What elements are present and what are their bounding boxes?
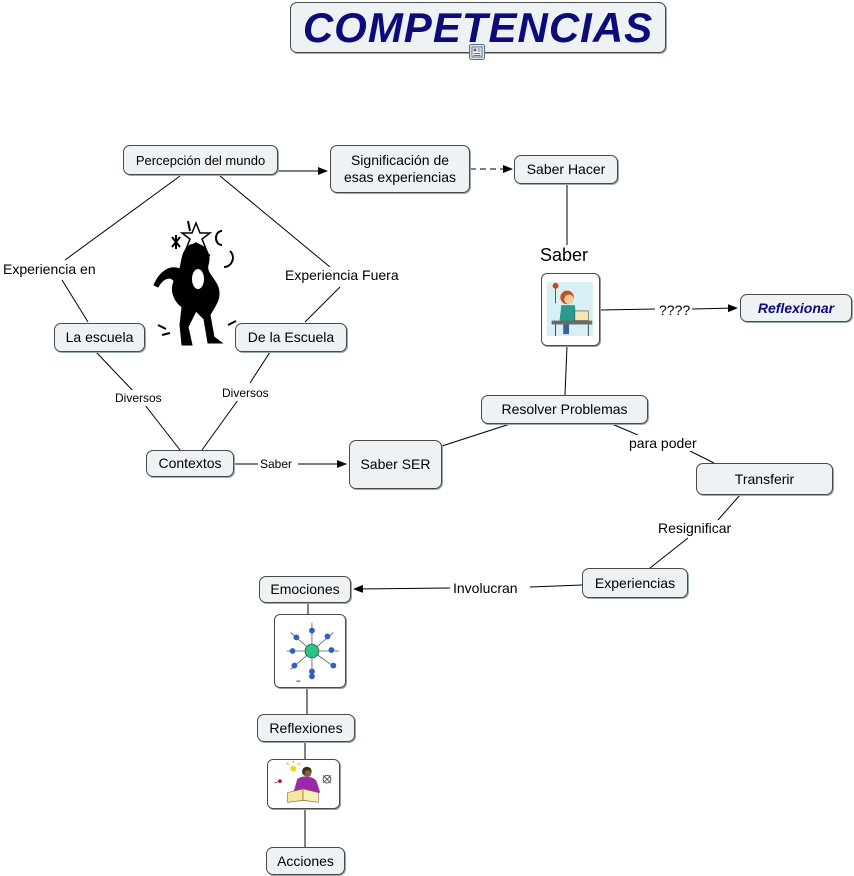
node-significacion[interactable]: Significación de esas experiencias (330, 145, 470, 193)
label-saber-contextos[interactable]: Saber (258, 456, 295, 472)
reader-image[interactable] (267, 759, 340, 809)
node-percepcion[interactable]: Percepción del mundo (123, 145, 278, 175)
network-diagram-icon (286, 622, 340, 682)
student-image[interactable] (541, 273, 600, 346)
edge-involucran-emociones (353, 584, 451, 593)
edge-escuela-diversos (95, 351, 136, 394)
edge-resolver-para-poder (611, 423, 639, 436)
edge-diversos2-contextos (201, 399, 239, 451)
network-image[interactable] (274, 614, 346, 688)
label-resignificar[interactable]: Resignificar (656, 520, 734, 536)
node-saber-ser[interactable]: Saber SER (349, 440, 442, 489)
node-de-la-escuela[interactable]: De la Escuela (235, 323, 347, 352)
edge-transferir-resignificar (717, 494, 741, 521)
edge-saber-resolver (564, 345, 568, 396)
node-transferir[interactable]: Transferir (696, 463, 833, 495)
edge-de-escuela-diversos (249, 351, 271, 384)
note-icon[interactable] (469, 44, 485, 60)
label-involucran[interactable]: Involucran (451, 580, 520, 596)
edge-resignificar-experiencias (649, 537, 689, 569)
node-saber-hacer[interactable]: Saber Hacer (514, 155, 618, 184)
label-experiencia-en[interactable]: Experiencia en (1, 261, 98, 277)
node-experiencias[interactable]: Experiencias (582, 568, 688, 598)
node-contextos[interactable]: Contextos (146, 450, 234, 477)
edge-experiencia-en-escuela (61, 279, 89, 323)
student-at-desk-icon (546, 281, 594, 337)
edge-diversos-contextos (144, 404, 181, 451)
label-para-poder[interactable]: para poder (627, 435, 699, 451)
edge-experiencia-fuera-de-escuela (304, 286, 341, 323)
edge-experiencias-involucran (529, 584, 583, 588)
edge-interrogantes-reflexionar (691, 304, 738, 313)
node-reflexiones[interactable]: Reflexiones (257, 714, 355, 742)
label-saber[interactable]: Saber (538, 245, 591, 265)
node-reflexionar[interactable]: Reflexionar (740, 294, 852, 322)
reading-student-icon (274, 760, 332, 803)
node-acciones[interactable]: Acciones (266, 847, 345, 875)
edge-para-poder-transferir (689, 450, 715, 464)
label-interrogantes[interactable]: ???? (657, 302, 693, 318)
label-diversos-left[interactable]: Diversos (113, 390, 164, 406)
node-la-escuela[interactable]: La escuela (54, 323, 145, 352)
edge-resolver-saber-ser (441, 423, 511, 447)
edge-percepcion-experiencia-en (64, 175, 181, 261)
node-resolver-problemas[interactable]: Resolver Problemas (481, 395, 648, 424)
node-emociones[interactable]: Emociones (259, 576, 351, 603)
edge-percepcion-experiencia-fuera (219, 175, 331, 268)
label-experiencia-fuera[interactable]: Experiencia Fuera (283, 267, 401, 283)
label-diversos-right[interactable]: Diversos (220, 385, 271, 401)
dancing-figure-icon (153, 220, 237, 346)
edge-saber-interrogantes (599, 308, 656, 311)
